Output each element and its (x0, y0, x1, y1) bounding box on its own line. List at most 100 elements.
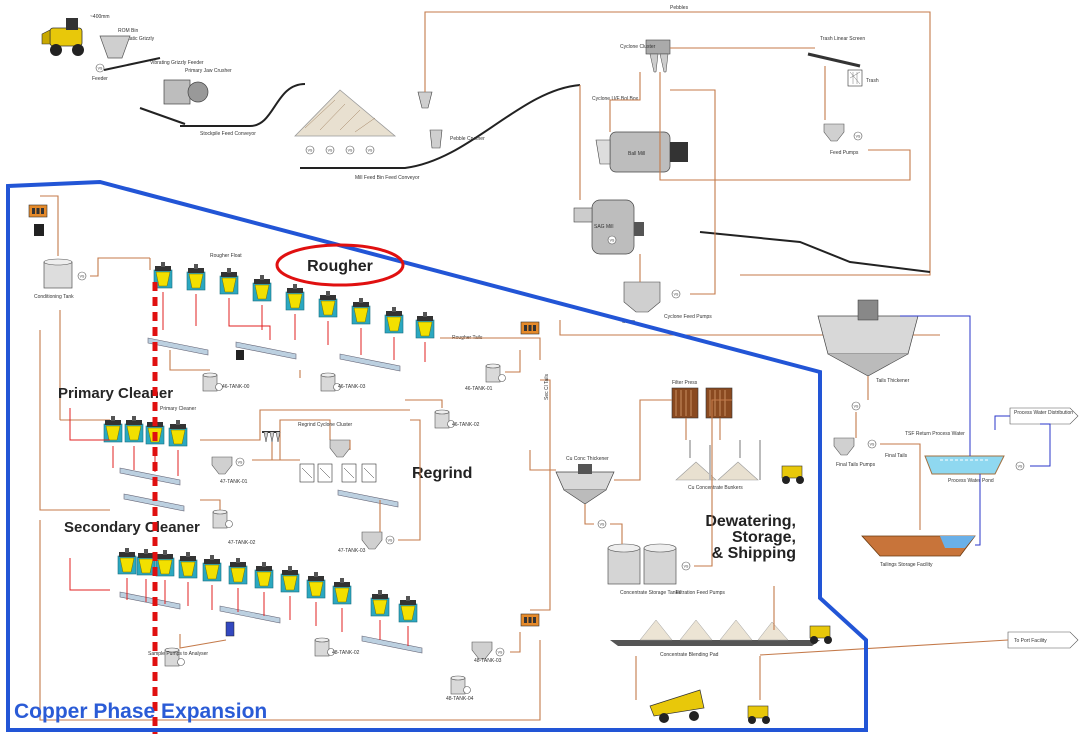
cleaner-cell (371, 590, 389, 616)
truck-loader-icon (748, 706, 770, 724)
label-pebble-crusher: Pebble Crusher (450, 136, 485, 142)
secondary-launder (220, 606, 280, 623)
label-size: ~400mm (90, 14, 110, 20)
cleaner-cell (125, 416, 143, 442)
label-rougher-float: Rougher Float (210, 253, 242, 259)
label-filtration-pumps: Filtration Feed Pumps (676, 590, 725, 596)
rougher-cell (253, 275, 271, 301)
tank-48-03-box (472, 642, 492, 659)
pad-loader-icon (810, 626, 832, 644)
feed-pump (854, 132, 862, 140)
rougher-launder (236, 342, 296, 359)
expansion-boundary (8, 182, 866, 730)
label-mill-feed: Mill Feed Bin Feed Conveyor (355, 175, 420, 181)
cleaner-cell (203, 555, 221, 581)
label-cu-bunkers: Cu Concentrate Bunkers (688, 485, 743, 491)
blending-pad (610, 620, 820, 646)
label-conc-storage: Concentrate Storage Tanks (620, 590, 681, 596)
cleaner-cell (137, 549, 155, 575)
label-sample-line1: Sample Pumps to Analyser (148, 651, 208, 657)
regrind-cyclone-cluster (262, 432, 280, 442)
trash-screen (808, 54, 862, 86)
label-cyclone-uf: Cyclone U/F Bol Box (592, 96, 639, 102)
sample-box-icon (236, 350, 244, 360)
label-process-water-dist: Process Water Distribution (1014, 410, 1073, 416)
cu-thickener-pump (598, 520, 606, 528)
label-primary-cleaner: Primary Cleaner (160, 406, 196, 412)
label-cyclone-feed-pumps: Cyclone Feed Pumps (664, 314, 712, 320)
label-sag-mill: SAG Mill (594, 224, 613, 230)
cleaner-cell (169, 420, 187, 446)
label-conditioning-tank: Conditioning Tank (34, 294, 74, 300)
tank-47-03-box (362, 532, 382, 549)
tank-47-03-pump (386, 536, 394, 544)
cleaner-cell (156, 550, 174, 576)
tank-46-00 (203, 373, 223, 391)
tank-48-03-pump (496, 648, 504, 656)
rougher-cell (286, 284, 304, 310)
feed-pump-box (824, 124, 844, 141)
cleaner-cell (118, 548, 136, 574)
jaw-crusher (164, 80, 208, 104)
label-final-tails-pumps: Final Tails Pumps (836, 462, 876, 468)
regrind-feed-box (330, 440, 350, 457)
label-vibrating-grizzly: Vibrating Grizzly Feeder (150, 60, 204, 66)
callout-dewatering-2: Storage, (732, 529, 796, 546)
cu-bunkers (676, 440, 760, 480)
tank-48-04 (451, 676, 471, 694)
secondary-launder (120, 592, 180, 609)
label-trash: Trash (866, 78, 879, 84)
cleaner-cell (255, 562, 273, 588)
cleaner-cell (179, 552, 197, 578)
label-tank-46-03: 46-TANK-03 (338, 384, 366, 390)
cleaner-cell (333, 578, 351, 604)
label-tank-46-01: 46-TANK-01 (465, 386, 493, 392)
callout-dewatering-3: & Shipping (712, 545, 796, 562)
pond-pump (1016, 462, 1024, 470)
label-tank-48-03: 48-TANK-03 (474, 658, 502, 664)
label-tails-thickener: Tails Thickener (876, 378, 910, 384)
label-feeder: Feeder (92, 76, 108, 82)
tank-47-01-pump (236, 458, 244, 466)
label-tank-47-02: 47-TANK-02 (228, 540, 256, 546)
rougher-launder (340, 354, 400, 371)
cleaner-cell (399, 596, 417, 622)
feeder-2 (326, 146, 334, 154)
sampler-conditioning (29, 205, 47, 217)
label-rom-bin: ROM Bin (118, 28, 139, 34)
label-cyclone-cluster: Cyclone Cluster (620, 44, 656, 50)
label-trash-screen: Trash Linear Screen (820, 36, 865, 42)
callout-dewatering-1: Dewatering, (705, 513, 796, 530)
label-tank-47-01: 47-TANK-01 (220, 479, 248, 485)
label-feed-pumps: Feed Pumps (830, 150, 859, 156)
tank-47-01-box (212, 457, 232, 474)
label-tailings-storage: Tailings Storage Facility (880, 562, 933, 568)
rougher-cell (352, 298, 370, 324)
sag-drive (608, 236, 616, 244)
label-tank-48-04: 48-TANK-04 (446, 696, 474, 702)
tails-thickener (818, 300, 918, 376)
cu-thickener (556, 464, 614, 504)
label-process-water-pond: Process Water Pond (948, 478, 994, 484)
label-tank-47-03: 47-TANK-03 (338, 548, 366, 554)
conditioning-tank (44, 259, 72, 288)
label-stockpile-conv: Stockpile Feed Conveyor (200, 131, 256, 137)
label-tank-48-02: 48-TANK-02 (332, 650, 360, 656)
label-pebbles: Pebbles (670, 5, 689, 11)
sump (624, 282, 660, 312)
callout-rougher: Rougher (307, 258, 373, 275)
label-cu-thickener: Cu Conc Thickener (566, 456, 609, 462)
rom-bin (100, 36, 130, 58)
regrind-launder (338, 490, 398, 507)
sampler-secondary (521, 614, 539, 626)
tank-46-01 (486, 364, 506, 382)
filter-press (672, 388, 732, 418)
secondary-launder (362, 636, 422, 653)
cleaner-launder (120, 468, 180, 485)
label-tank-46-00: 46-TANK-00 (222, 384, 250, 390)
cleaner-cell (307, 572, 325, 598)
rougher-cell (416, 312, 434, 338)
tank-47-02 (213, 510, 233, 528)
